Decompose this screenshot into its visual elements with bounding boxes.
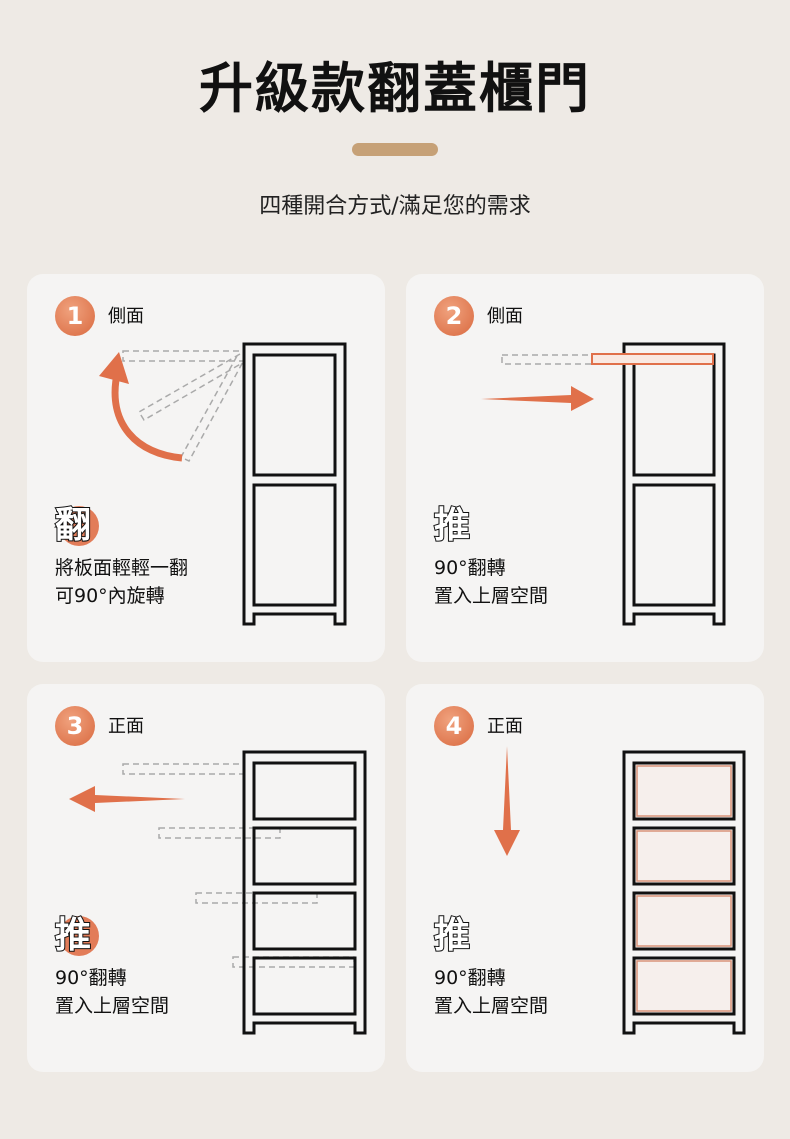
arrow-right-icon bbox=[481, 386, 594, 411]
view-label: 側面 bbox=[487, 306, 523, 327]
step-badge: 1 bbox=[55, 296, 95, 336]
cabinet-push-side-diagram bbox=[481, 342, 726, 626]
cabinet-push-front-diagram bbox=[69, 750, 367, 1035]
step-badge: 2 bbox=[434, 296, 474, 336]
description: 90°翻轉置入上層空間 bbox=[434, 557, 549, 607]
view-label: 正面 bbox=[487, 716, 523, 737]
view-label: 側面 bbox=[108, 306, 144, 327]
card-flip-side: 1 側面 翻 將板面輕輕一翻可90°內旋轉 bbox=[27, 274, 385, 662]
card-push-front-down: 4 正面 推 90°翻轉置入上層空間 bbox=[406, 684, 764, 1072]
action-verb: 推 bbox=[54, 906, 105, 957]
view-label: 正面 bbox=[108, 716, 144, 737]
description: 90°翻轉置入上層空間 bbox=[55, 967, 170, 1017]
page-title: 升級款翻蓋櫃門 bbox=[199, 57, 591, 120]
action-verb: 推 bbox=[433, 504, 471, 547]
page-subtitle: 四種開合方式/滿足您的需求 bbox=[259, 194, 531, 219]
title-divider bbox=[352, 143, 438, 156]
card-push-side: 2 側面 推 90°翻轉置入上層空間 bbox=[406, 274, 764, 662]
card-push-front-left: 3 正面 推 90°翻轉置入上層空間 bbox=[27, 684, 385, 1072]
step-badge: 3 bbox=[55, 706, 95, 746]
arrow-down-icon bbox=[494, 746, 520, 856]
cabinet-closed-front-diagram bbox=[494, 746, 746, 1035]
cabinet-flip-diagram bbox=[99, 342, 347, 626]
description: 90°翻轉置入上層空間 bbox=[434, 967, 549, 1017]
arrow-left-icon bbox=[69, 786, 185, 812]
description: 將板面輕輕一翻可90°內旋轉 bbox=[55, 557, 189, 607]
action-verb: 翻 bbox=[54, 496, 105, 547]
step-badge: 4 bbox=[434, 706, 474, 746]
action-verb: 推 bbox=[433, 914, 471, 957]
curved-arrow-icon bbox=[111, 373, 183, 462]
